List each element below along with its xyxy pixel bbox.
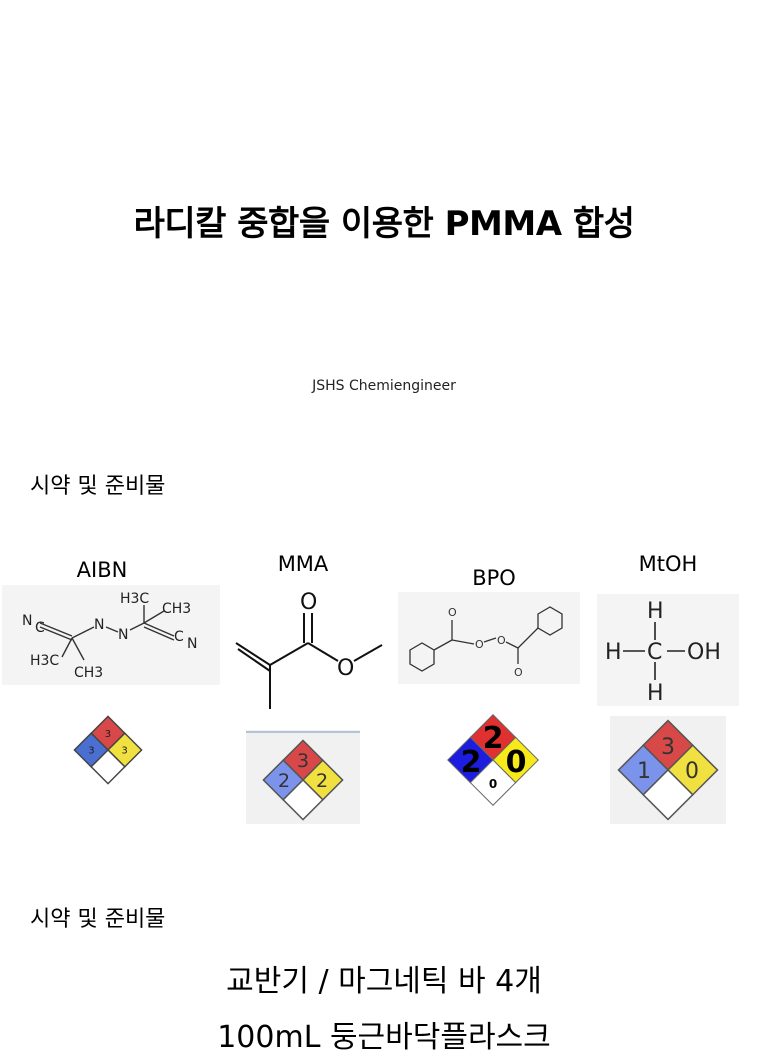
- aibn-atom-n2: N: [94, 617, 104, 633]
- equipment-heading: 시약 및 준비물: [30, 907, 166, 932]
- bpo-nfpa-health: 2: [461, 745, 482, 780]
- mtoh-structure: H H C OH H: [597, 594, 739, 706]
- page-title: 라디칼 중합을 이용한 PMMA 합성: [133, 204, 635, 244]
- aibn-structure: N C N N C N H3C CH3 H3C CH3: [2, 585, 220, 685]
- mma-atom-o1: O: [300, 590, 317, 615]
- author-subtitle: JSHS Chemiengineer: [312, 378, 456, 394]
- reagents-heading: 시약 및 준비물: [30, 474, 166, 499]
- aibn-methyl-1: H3C: [120, 591, 149, 607]
- mtoh-atom-h1: H: [647, 599, 664, 624]
- bpo-nfpa-diamond: 2 2 0 0: [444, 712, 542, 808]
- aibn-nfpa-flammability: 3: [105, 729, 111, 740]
- equipment-item: 100mL 둥근바닥플라스크: [217, 1020, 551, 1055]
- mma-nfpa-health: 2: [278, 770, 290, 792]
- equipment-item: 교반기 / 마그네틱 바 4개: [226, 964, 542, 999]
- aibn-nfpa-health: 3: [88, 746, 94, 757]
- chem-name-aibn: AIBN: [76, 558, 128, 582]
- bpo-nfpa-flammability: 2: [483, 721, 504, 756]
- mma-atom-o2: O: [337, 656, 354, 681]
- chem-name-bpo: BPO: [472, 566, 516, 590]
- mtoh-nfpa-instability: 0: [685, 759, 699, 784]
- bpo-structure: O O O O: [398, 592, 580, 684]
- bpo-atom-o2: O: [475, 638, 484, 651]
- bpo-nfpa-special: 0: [489, 777, 497, 791]
- aibn-methyl-2: CH3: [162, 601, 191, 617]
- aibn-atom-n4: N: [187, 636, 197, 652]
- mtoh-atom-h3: H: [647, 681, 664, 706]
- mtoh-atom-h2: H: [605, 640, 622, 665]
- mma-nfpa-instability: 2: [316, 770, 328, 792]
- mtoh-atom-oh: OH: [687, 640, 721, 665]
- aibn-nfpa-instability: 3: [121, 746, 127, 757]
- chem-name-mtoh: MtOH: [638, 552, 698, 576]
- aibn-atom-n3: N: [118, 627, 128, 643]
- mtoh-nfpa-flammability: 3: [661, 735, 675, 760]
- aibn-nfpa-diamond: 3 3 3: [72, 714, 144, 786]
- aibn-atom-c1: C: [35, 620, 45, 636]
- bpo-atom-o4: O: [514, 666, 523, 679]
- bpo-atom-o1: O: [448, 606, 457, 619]
- mtoh-atom-c: C: [647, 640, 662, 665]
- mtoh-nfpa-health: 1: [637, 759, 651, 784]
- aibn-atom-n1: N: [22, 613, 32, 629]
- bpo-nfpa-instability: 0: [506, 745, 527, 780]
- mtoh-nfpa-diamond: 3 1 0: [610, 716, 726, 824]
- aibn-atom-c2: C: [174, 629, 184, 645]
- aibn-methyl-4: CH3: [74, 665, 103, 681]
- mma-nfpa-diamond: 3 2 2: [246, 730, 360, 824]
- chem-name-mma: MMA: [277, 552, 329, 576]
- aibn-methyl-3: H3C: [30, 653, 59, 669]
- bpo-atom-o3: O: [497, 634, 506, 647]
- mma-nfpa-flammability: 3: [297, 750, 309, 772]
- mma-structure: O O: [226, 585, 394, 715]
